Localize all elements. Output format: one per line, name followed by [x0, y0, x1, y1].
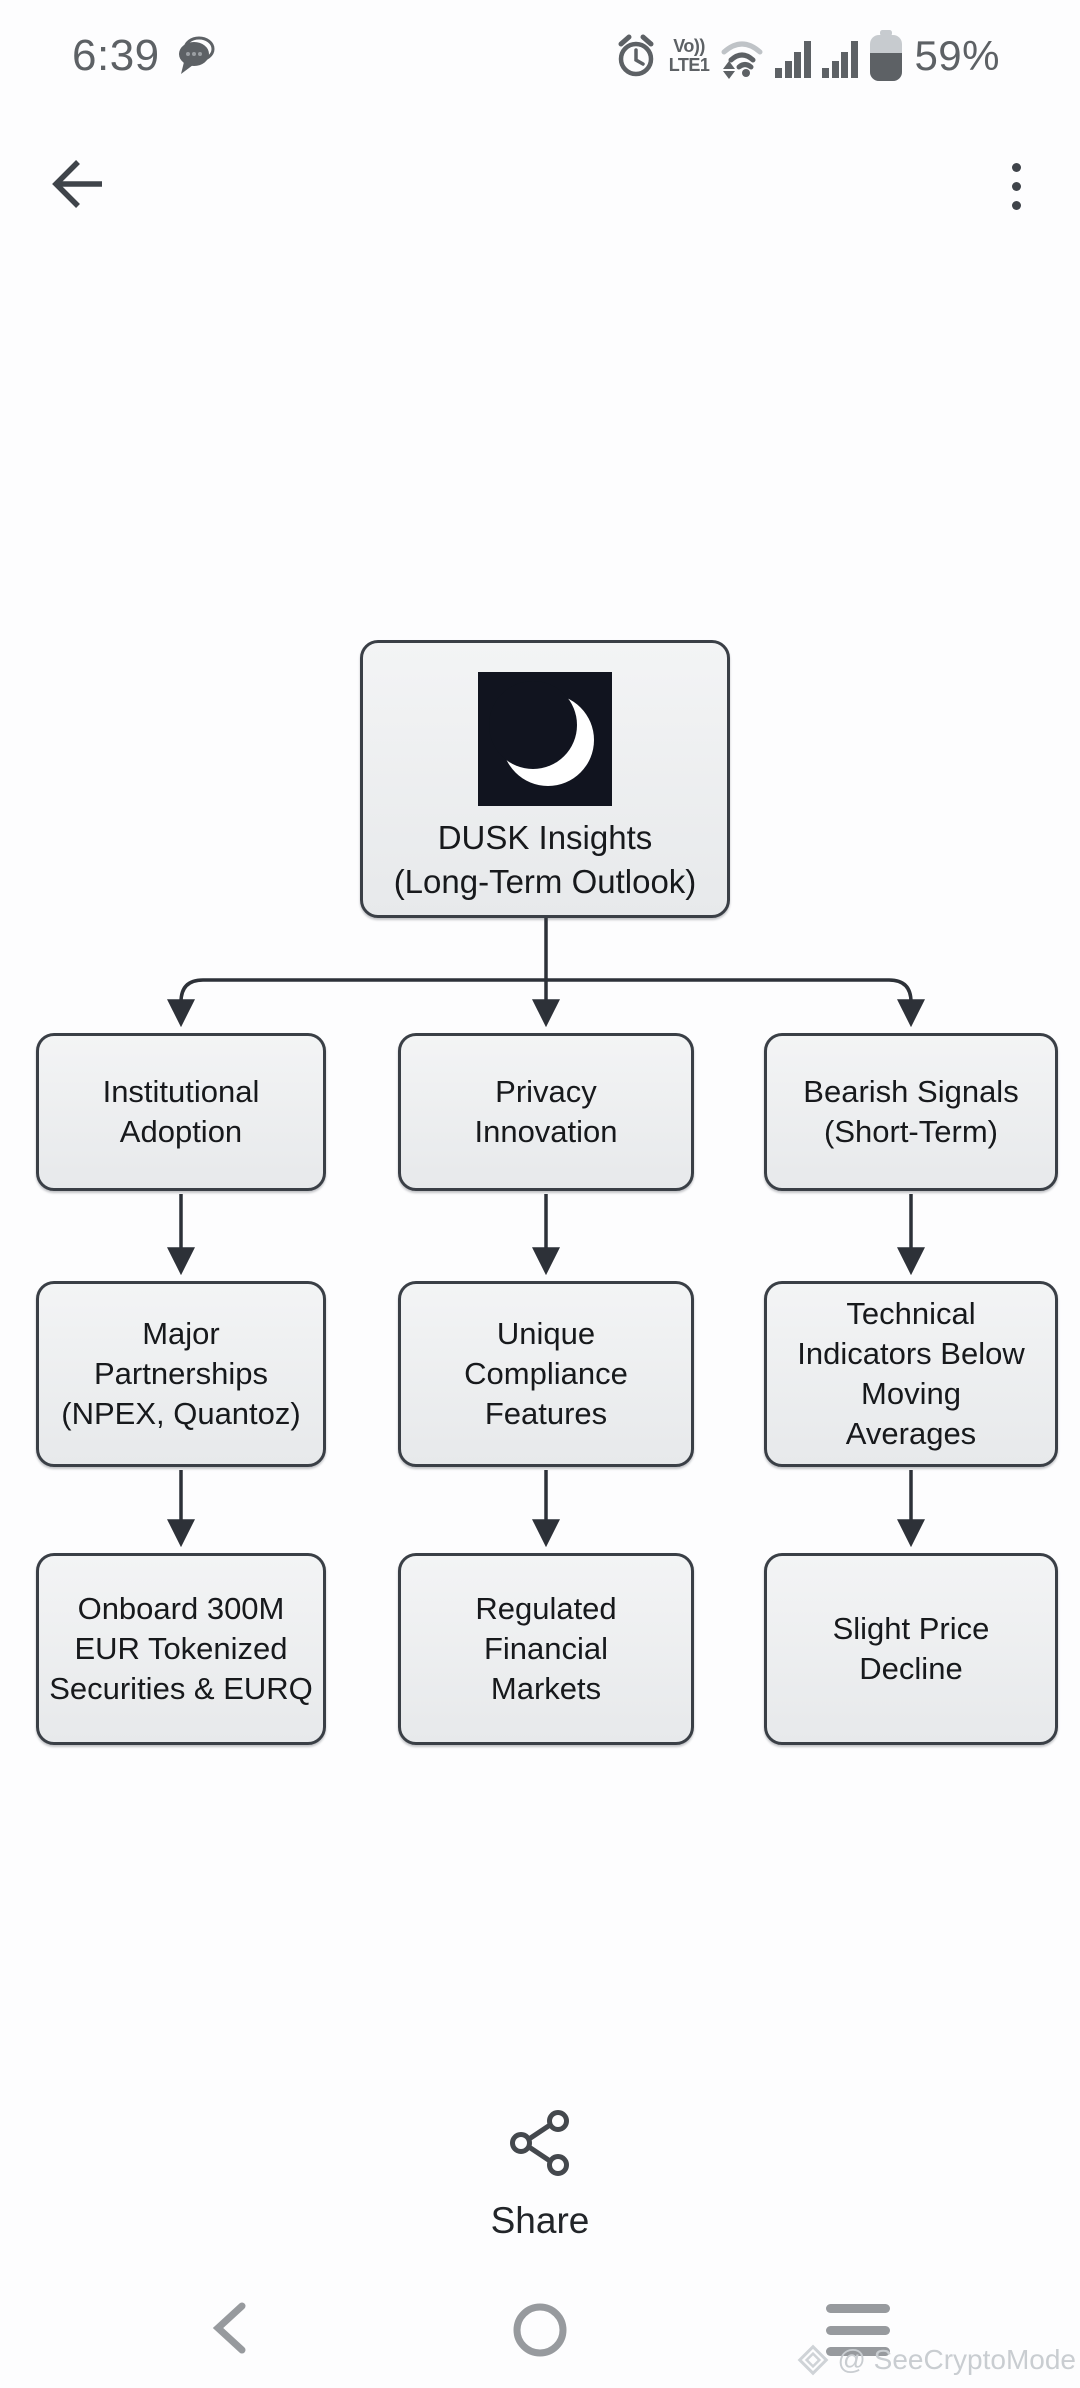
volte-icon: Vo)) LTE1	[668, 36, 710, 75]
overflow-menu-icon[interactable]	[996, 158, 1036, 214]
flowchart-node-bearish-signals: Bearish Signals (Short-Term)	[764, 1033, 1058, 1191]
flowchart-node-slight-price-decline: Slight Price Decline	[764, 1553, 1058, 1745]
chat-notification-icon	[178, 36, 215, 74]
signal-strength-icon-2	[822, 41, 859, 78]
signal-strength-icon	[775, 41, 812, 78]
battery-percent: 59%	[914, 32, 1000, 79]
root-node-label: DUSK Insights (Long-Term Outlook)	[393, 819, 697, 900]
back-arrow-icon[interactable]	[44, 154, 108, 214]
flowchart-node-onboard-securities: Onboard 300M EUR Tokenized Securities & …	[36, 1553, 326, 1745]
app-bar	[0, 150, 1080, 220]
wifi-icon	[721, 41, 763, 79]
flowchart-node-regulated-markets: Regulated Financial Markets	[398, 1553, 694, 1745]
dusk-crescent-moon-icon	[478, 672, 612, 806]
alarm-icon	[618, 34, 654, 77]
status-bar: 6:39 Vo)) LTE1	[0, 24, 1080, 88]
share-button[interactable]: Share	[0, 2108, 1080, 2242]
flowchart-node-major-partnerships: Major Partnerships (NPEX, Quantoz)	[36, 1281, 326, 1467]
nav-recents-icon[interactable]	[826, 2304, 890, 2356]
nav-home-icon[interactable]	[512, 2302, 568, 2358]
battery-icon	[870, 30, 903, 81]
share-icon	[510, 2110, 569, 2176]
navigation-bar	[0, 2290, 1080, 2370]
flowchart-node-technical-indicators: Technical Indicators Below Moving Averag…	[764, 1281, 1058, 1467]
watermark: @ SeeCryptoMode	[795, 2342, 1076, 2378]
flowchart-node-unique-compliance: Unique Compliance Features	[398, 1281, 694, 1467]
watermark-text: @ SeeCryptoMode	[837, 2344, 1076, 2375]
status-time: 6:39	[72, 31, 160, 80]
flowchart-node-privacy-innovation: Privacy Innovation	[398, 1033, 694, 1191]
flowchart-root-node: DUSK Insights (Long-Term Outlook)	[360, 640, 730, 918]
share-label: Share	[490, 2200, 590, 2241]
flowchart-node-institutional-adoption: Institutional Adoption	[36, 1033, 326, 1191]
seecryptomode-gem-icon	[798, 2344, 829, 2376]
nav-back-icon[interactable]	[206, 2300, 250, 2356]
